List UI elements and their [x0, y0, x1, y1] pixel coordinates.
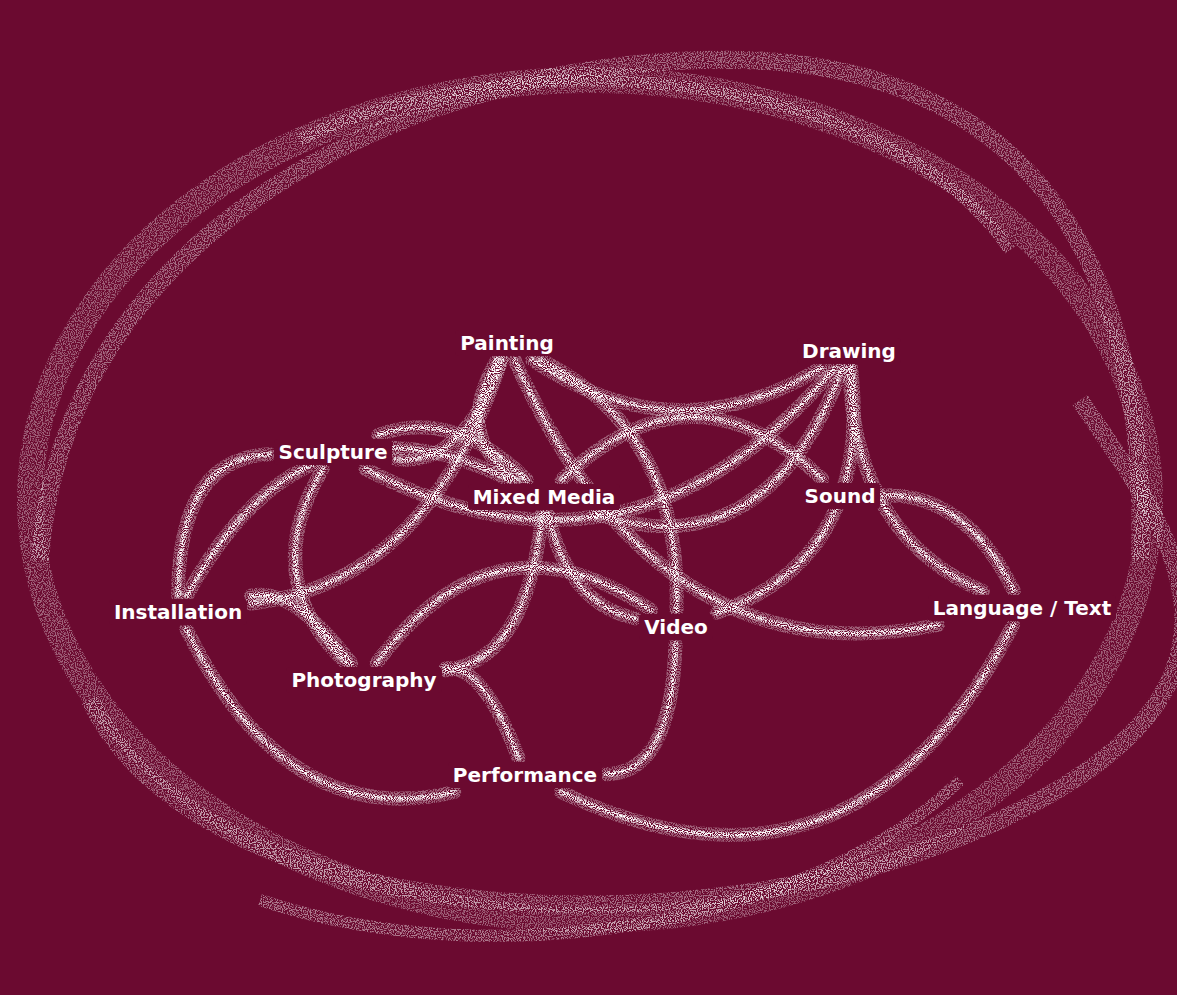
medium-label: Performance: [448, 762, 602, 788]
connector-stroke: [561, 625, 1013, 835]
speckled-connector: [446, 668, 519, 758]
medium-label-node: Painting: [455, 330, 559, 356]
connector-stroke: [885, 495, 1014, 591]
connector-stroke: [187, 448, 509, 595]
connector-stroke: [377, 567, 651, 663]
connector-stroke: [446, 668, 519, 758]
connector-stroke: [849, 368, 982, 591]
medium-label: Video: [639, 614, 713, 640]
speckled-connector: [885, 495, 1014, 591]
swirl-group: [30, 60, 1177, 936]
medium-label: Drawing: [797, 338, 901, 364]
connector-stroke: [186, 629, 454, 799]
outer-swirl: [300, 81, 1010, 250]
speckled-connector: [849, 368, 982, 591]
connector-group: [178, 360, 1014, 835]
outer-swirl: [30, 80, 1150, 920]
connector-stroke: [562, 417, 823, 480]
speckled-connector: [606, 644, 675, 774]
medium-label-node: Mixed Media: [468, 484, 621, 510]
connector-stroke: [561, 625, 1013, 835]
connector-stroke: [849, 368, 982, 591]
connector-stroke: [251, 595, 351, 663]
medium-label-node: Drawing: [797, 338, 901, 364]
medium-label-node: Photography: [286, 667, 441, 693]
connector-stroke: [377, 567, 651, 663]
outer-swirl: [90, 400, 1177, 904]
medium-label-node: Language / Text: [928, 595, 1117, 621]
connector-stroke: [446, 668, 519, 758]
medium-label: Sound: [800, 483, 881, 509]
connector-stroke: [186, 629, 454, 799]
connector-stroke: [849, 368, 982, 591]
medium-label-node: Sound: [800, 483, 881, 509]
connector-stroke: [251, 595, 351, 663]
connector-stroke: [606, 644, 675, 774]
speckled-connector: [186, 629, 454, 799]
connector-stroke: [562, 417, 823, 480]
connector-stroke: [377, 567, 651, 663]
connector-stroke: [186, 629, 454, 799]
medium-label: Installation: [109, 599, 247, 625]
connector-stroke: [561, 625, 1013, 835]
connector-stroke: [606, 644, 675, 774]
connector-stroke: [885, 495, 1014, 591]
medium-label-node: Performance: [448, 762, 602, 788]
medium-label: Painting: [455, 330, 559, 356]
connector-stroke: [562, 417, 823, 480]
speckled-connector: [561, 625, 1013, 835]
connector-stroke: [187, 448, 509, 595]
connector-stroke: [446, 668, 519, 758]
medium-label: Language / Text: [928, 595, 1117, 621]
medium-label-node: Installation: [109, 599, 247, 625]
connector-stroke: [187, 448, 509, 595]
medium-label: Photography: [286, 667, 441, 693]
speckled-connector: [187, 448, 509, 595]
speckled-connector: [562, 417, 823, 480]
medium-label-node: Video: [639, 614, 713, 640]
speckled-connector: [251, 595, 351, 663]
connector-stroke: [885, 495, 1014, 591]
medium-label-node: Sculpture: [274, 439, 393, 465]
speckled-connector: [377, 567, 651, 663]
medium-label: Sculpture: [274, 439, 393, 465]
connector-stroke: [251, 595, 351, 663]
medium-label: Mixed Media: [468, 484, 621, 510]
connector-stroke: [606, 644, 675, 774]
